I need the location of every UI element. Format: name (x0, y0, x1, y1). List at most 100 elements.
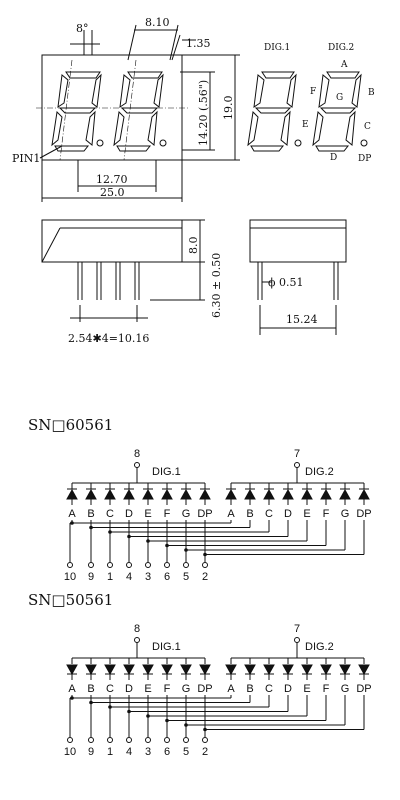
segment-label-e: E (303, 683, 310, 695)
pin-terminal (202, 737, 208, 743)
common-pin-2-number: 7 (294, 448, 300, 460)
led-diode-1-b (85, 664, 97, 676)
pin-number-5: 5 (183, 571, 189, 583)
segment-label-d: D (125, 508, 133, 520)
map-dig1-label: DIG.1 (264, 43, 290, 53)
pin-terminal (67, 737, 73, 743)
seg-g-label: G (336, 93, 343, 103)
schematic-dig1-label: DIG.1 (152, 641, 181, 653)
pin-terminal (145, 737, 151, 743)
common-pin-1 (134, 462, 140, 468)
pin-number-10: 10 (64, 571, 76, 583)
pin-number-9: 9 (88, 746, 94, 758)
common-pin-2 (294, 637, 300, 643)
common-pin-2-number: 7 (294, 623, 300, 635)
led-diode-1-f (161, 488, 173, 500)
segment-label-f: F (164, 508, 171, 520)
led-diode-1-c (104, 664, 116, 676)
pin-number-4: 4 (126, 571, 132, 583)
segment-label-dp: DP (356, 508, 371, 520)
segment-label-a: A (68, 683, 76, 695)
lead-diameter-label: ϕ 0.51 (268, 276, 304, 289)
pin-number-6: 6 (164, 746, 170, 758)
segment-label-g: G (182, 508, 191, 520)
segment-label-dp: DP (356, 683, 371, 695)
pin-terminal (107, 562, 113, 568)
pin-pitch-label: 2.54✱4=10.16 (68, 332, 149, 345)
center-width-label: 12.70 (96, 173, 128, 186)
pin-terminal (183, 562, 189, 568)
segment-label-g: G (182, 683, 191, 695)
segment-map (247, 71, 368, 152)
led-diode-2-f (320, 488, 332, 500)
led-diode-2-b (244, 488, 256, 500)
pin-terminal (88, 737, 94, 743)
segment-width-label: 1.35 (186, 37, 211, 50)
schematic-dig2-label: DIG.2 (305, 641, 334, 653)
pin-terminal (107, 737, 113, 743)
seg-e-label: E (302, 120, 309, 130)
total-width-label: 25.0 (100, 186, 125, 199)
seg-f-label: F (310, 87, 316, 97)
led-diode-1-d (123, 488, 135, 500)
segment-label-a: A (227, 683, 235, 695)
end-view (249, 219, 347, 335)
led-diode-1-a (66, 664, 78, 676)
common-pin-1-number: 8 (134, 448, 140, 460)
led-diode-2-c (263, 488, 275, 500)
segment-label-e: E (144, 683, 151, 695)
body-height-label: 19.0 (222, 96, 235, 121)
segment-label-b: B (246, 508, 253, 520)
schematic-title: SN□60561 (28, 416, 113, 434)
segment-label-e: E (144, 508, 151, 520)
digit-pitch-label: 8.10 (145, 16, 170, 29)
pin-number-3: 3 (145, 746, 151, 758)
pin-terminal (126, 737, 132, 743)
segment-label-f: F (323, 508, 330, 520)
seg-a-label: A (340, 60, 348, 70)
segment-label-g: G (341, 683, 350, 695)
pin-terminal (126, 562, 132, 568)
segment-label-dp: DP (197, 683, 212, 695)
led-diode-1-b (85, 488, 97, 500)
segment-label-a: A (227, 508, 235, 520)
pin-terminal (183, 737, 189, 743)
seg-d-label: D (330, 153, 337, 163)
led-diode-2-d (282, 664, 294, 676)
pin-number-3: 3 (145, 571, 151, 583)
led-diode-2-dp (358, 664, 370, 676)
front-view (36, 24, 240, 202)
led-diode-1-g (180, 488, 192, 500)
lead-length-label: 6.30 ± 0.50 (210, 253, 223, 318)
pin-terminal (145, 562, 151, 568)
seg-dp-label: DP (358, 154, 371, 164)
segment-label-c: C (106, 508, 114, 520)
led-diode-2-c (263, 664, 275, 676)
schematic-dig1-label: DIG.1 (152, 466, 181, 478)
led-diode-1-dp (199, 488, 211, 500)
common-pin-2 (294, 462, 300, 468)
pin-terminal (202, 562, 208, 568)
segment-label-g: G (341, 508, 350, 520)
angle-label: 8° (76, 22, 89, 35)
map-digit-1 (247, 71, 302, 152)
pin-number-1: 1 (107, 571, 113, 583)
pin-number-9: 9 (88, 571, 94, 583)
segment-label-b: B (87, 683, 94, 695)
led-diode-1-e (142, 488, 154, 500)
row-spacing-label: 15.24 (286, 313, 318, 326)
map-digit-2 (312, 71, 368, 152)
segment-label-e: E (303, 508, 310, 520)
led-diode-1-c (104, 488, 116, 500)
pin1-label: PIN1 (12, 152, 40, 165)
pin-number-1: 1 (107, 746, 113, 758)
led-diode-2-e (301, 488, 313, 500)
led-diode-1-d (123, 664, 135, 676)
segment-label-dp: DP (197, 508, 212, 520)
seg-b-label: B (368, 88, 375, 98)
pin-terminal (88, 562, 94, 568)
segment-label-d: D (284, 508, 292, 520)
